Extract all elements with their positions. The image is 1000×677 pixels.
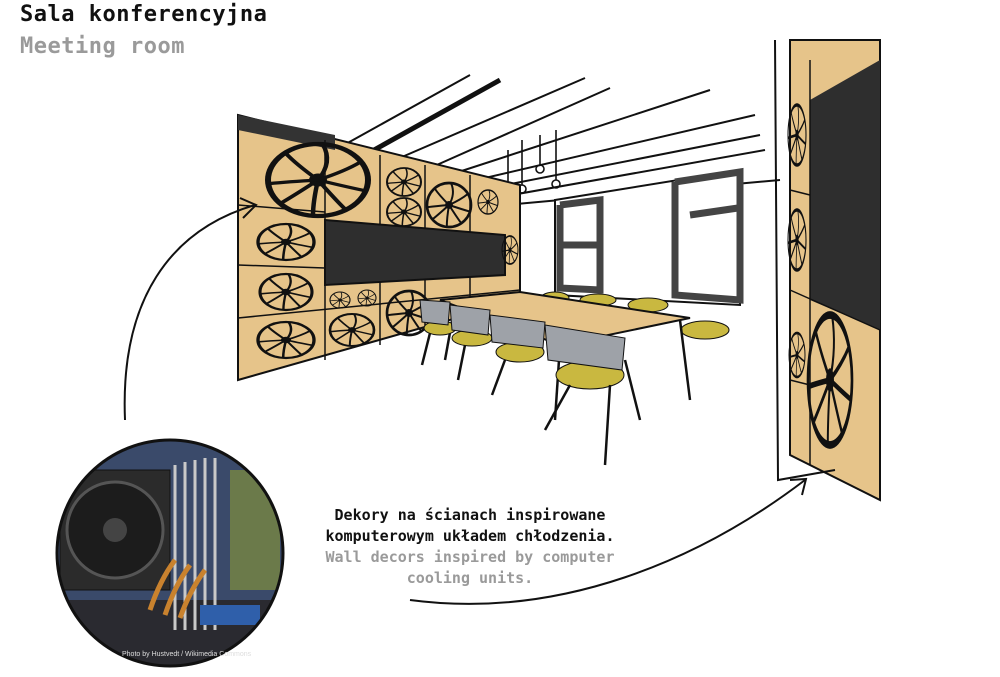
caption-line-pl-2: komputerowym układem chłodzenia. xyxy=(325,527,615,545)
right-wall xyxy=(775,39,880,502)
window xyxy=(554,167,744,307)
caption-line-en-1: Wall decors inspired by computer xyxy=(325,548,615,566)
page-subtitle: Meeting room xyxy=(20,34,185,59)
conference-table xyxy=(419,290,730,466)
arrow-left xyxy=(123,197,258,421)
page-title: Sala konferencyjna xyxy=(20,2,268,27)
caption-line-pl-1: Dekory na ścianach inspirowane xyxy=(334,506,606,524)
caption-line-en-2: cooling units. xyxy=(406,569,534,587)
photo-credit: Photo by Hustvedt / Wikimedia Commons xyxy=(122,651,252,658)
caption: Dekory na ścianach inspirowane komputero… xyxy=(280,505,660,589)
left-wall xyxy=(237,113,520,382)
chairs-front xyxy=(419,299,642,466)
arrow-right xyxy=(409,477,808,605)
